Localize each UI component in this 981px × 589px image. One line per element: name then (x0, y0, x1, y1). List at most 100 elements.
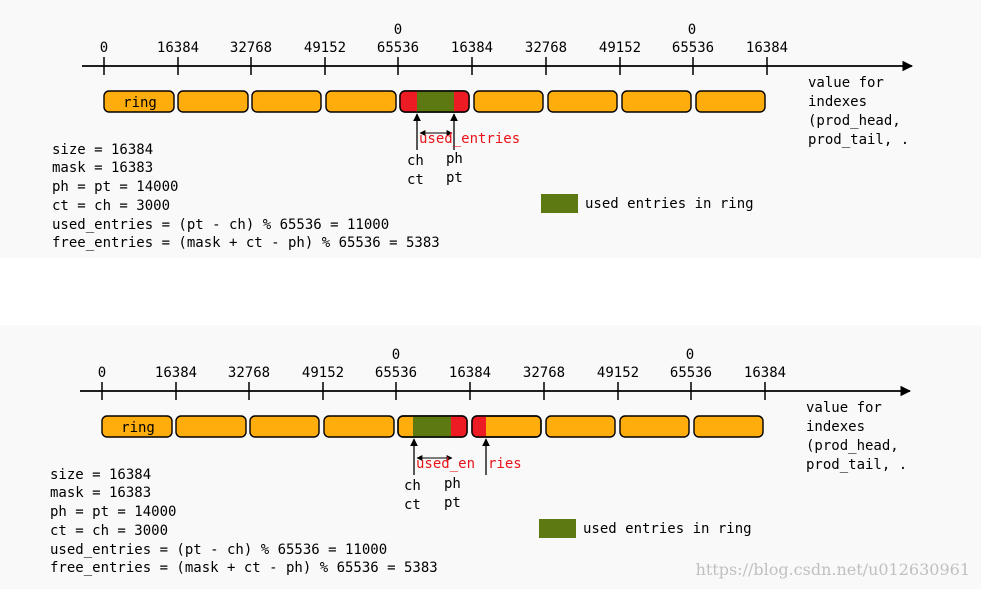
axis-tick-labels: 0 16384 32768 49152 65536 16384 32768 49152 6553… (100, 40, 788, 56)
panel-bottom-background (0, 325, 981, 589)
wrap-label-2: 0 (688, 22, 696, 38)
axis-tick-label: 16384 (744, 365, 786, 381)
axis-tick-labels: 0 16384 32768 49152 65536 16384 32768 49152 6553… (98, 365, 786, 381)
ring-segment (695, 90, 766, 113)
panel-bottom: 0 16384 32768 49152 65536 16384 32768 49152 6553… (0, 325, 981, 589)
info-ct-ch: ct = ch = 3000 (52, 198, 170, 214)
axis-ticks (101, 382, 766, 400)
panel-top-background (0, 0, 981, 258)
ring-segment (177, 90, 249, 113)
info-size: size = 16384 (52, 142, 153, 158)
ring-label: ring (121, 420, 155, 436)
axis-caption-line-1: value for (808, 75, 884, 91)
axis-tick-label: 0 (100, 40, 108, 56)
axis-tick-label: 32768 (228, 365, 270, 381)
guard-slot (454, 91, 469, 112)
axis-ticks (103, 57, 768, 75)
axis-tick-label: 16384 (449, 365, 491, 381)
ring-segment (693, 415, 764, 438)
used-entries-label: used_en ries (416, 456, 522, 472)
info-ct-ch: ct = ch = 3000 (50, 523, 168, 539)
ring-segment (325, 90, 397, 113)
info-used-entries: used_entries = (pt - ch) % 65536 = 11000 (50, 542, 387, 558)
info-mask: mask = 16383 (52, 160, 153, 176)
pt-label: pt (444, 495, 461, 511)
used-region (400, 91, 469, 112)
axis-tick-label: 65536 (375, 365, 417, 381)
used-region (413, 416, 467, 437)
used-region (472, 416, 486, 437)
axis-tick-label: 49152 (302, 365, 344, 381)
info-size: size = 16384 (50, 467, 151, 483)
axis-caption-line-4: prod_tail, . (808, 132, 909, 148)
ring-segment (621, 90, 692, 113)
ph-label: ph (444, 476, 461, 492)
ring-segment (175, 415, 247, 438)
axis-tick-label: 32768 (525, 40, 567, 56)
guard-slot (400, 91, 417, 112)
info-free-entries: free_entries = (mask + ct - ph) % 65536 … (50, 560, 438, 576)
axis-tick-label: 16384 (746, 40, 788, 56)
pt-label: pt (446, 170, 463, 186)
wrap-label-2: 0 (686, 347, 694, 363)
ring-segments (101, 415, 764, 438)
axis-tick-label: 65536 (377, 40, 419, 56)
ph-label: ph (446, 151, 463, 167)
axis-tick-label: 49152 (304, 40, 346, 56)
legend-swatch (541, 194, 578, 213)
guard-slot (451, 416, 467, 437)
ch-label: ch (404, 478, 421, 494)
info-ph-pt: ph = pt = 14000 (50, 504, 176, 520)
axis-tick-label: 65536 (672, 40, 714, 56)
axis-caption-line-1: value for (806, 400, 882, 416)
axis-caption-line-2: indexes (806, 419, 865, 435)
used-entries-block (413, 416, 451, 437)
axis-tick-label: 16384 (155, 365, 197, 381)
axis-tick-label: 16384 (157, 40, 199, 56)
ring-segment (249, 415, 320, 438)
axis-caption-line-3: (prod_head, (808, 113, 901, 129)
axis-caption-line-4: prod_tail, . (806, 457, 907, 473)
used-entries-block (417, 91, 454, 112)
used-entries-label-part-2: ries (488, 456, 522, 472)
info-used-entries: used_entries = (pt - ch) % 65536 = 11000 (52, 217, 389, 233)
ring-segment (619, 415, 690, 438)
ring-segment (547, 90, 618, 113)
ct-label: ct (407, 172, 424, 188)
used-entries-label-part-1: used_en (416, 456, 475, 472)
axis-tick-label: 32768 (230, 40, 272, 56)
info-free-entries: free_entries = (mask + ct - ph) % 65536 … (52, 235, 440, 251)
wrap-label-1: 0 (394, 22, 402, 38)
axis-tick-label: 0 (98, 365, 106, 381)
ch-label: ch (407, 153, 424, 169)
legend-swatch (539, 519, 576, 538)
guard-slot (472, 416, 486, 437)
axis-tick-label: 49152 (597, 365, 639, 381)
axis-tick-label: 16384 (451, 40, 493, 56)
ring-segment (473, 90, 544, 113)
axis-tick-label: 65536 (670, 365, 712, 381)
axis-tick-label: 49152 (599, 40, 641, 56)
segment-outline (397, 415, 468, 438)
segment-outline (471, 415, 542, 438)
axis-caption-line-3: (prod_head, (806, 438, 899, 454)
ring-segment (103, 90, 175, 113)
info-ph-pt: ph = pt = 14000 (52, 179, 178, 195)
ring-segments (103, 90, 766, 113)
info-mask: mask = 16383 (50, 485, 151, 501)
ct-label: ct (404, 497, 421, 513)
axis-tick-label: 32768 (523, 365, 565, 381)
wrap-label-1: 0 (392, 347, 400, 363)
axis-caption-line-2: indexes (808, 94, 867, 110)
legend-text: used entries in ring (583, 521, 752, 537)
ring-label: ring (123, 95, 157, 111)
ring-segment (251, 90, 322, 113)
ring-segment (323, 415, 395, 438)
ring-segment (101, 415, 173, 438)
legend-text: used entries in ring (585, 196, 754, 212)
used-entries-label: used_entries (419, 131, 520, 147)
panel-top: 0 16384 32768 49152 65536 16384 32768 49152 6553… (0, 0, 981, 258)
segment-outline (399, 90, 470, 113)
ring-segment (545, 415, 616, 438)
